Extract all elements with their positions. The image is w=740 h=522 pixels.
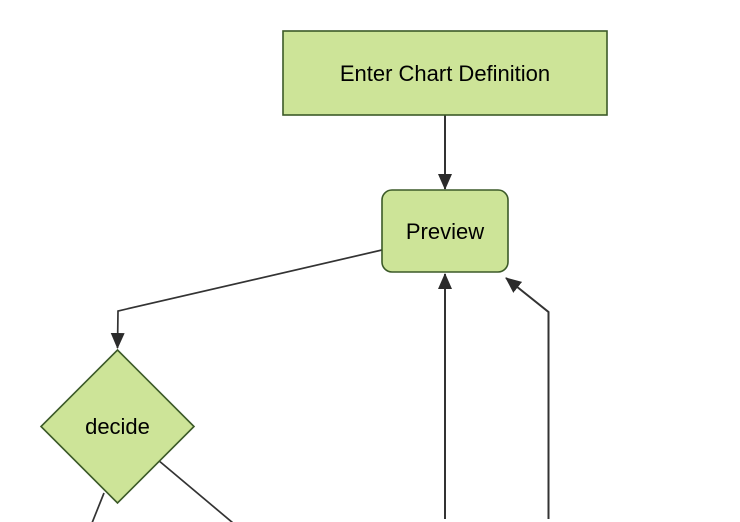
edge-decide-to-offscreen-left: [91, 492, 105, 522]
edge-preview-to-decide: [110, 249, 383, 349]
node-enter-chart-definition: Enter Chart Definition: [282, 30, 608, 116]
edge-offscreen-to-preview-corner: [505, 277, 550, 519]
node-decide-label: decide: [85, 414, 150, 439]
node-preview-shape: [381, 189, 509, 273]
node-enter-chart-definition-shape: [282, 30, 608, 116]
node-enter-chart-definition-label: Enter Chart Definition: [340, 61, 550, 86]
edge-decide-to-offscreen-bottom: [157, 459, 234, 522]
node-preview: Preview: [381, 189, 509, 273]
node-decide-shape: [39, 348, 196, 505]
node-preview-label: Preview: [406, 219, 484, 244]
node-decide: decide: [39, 348, 196, 505]
